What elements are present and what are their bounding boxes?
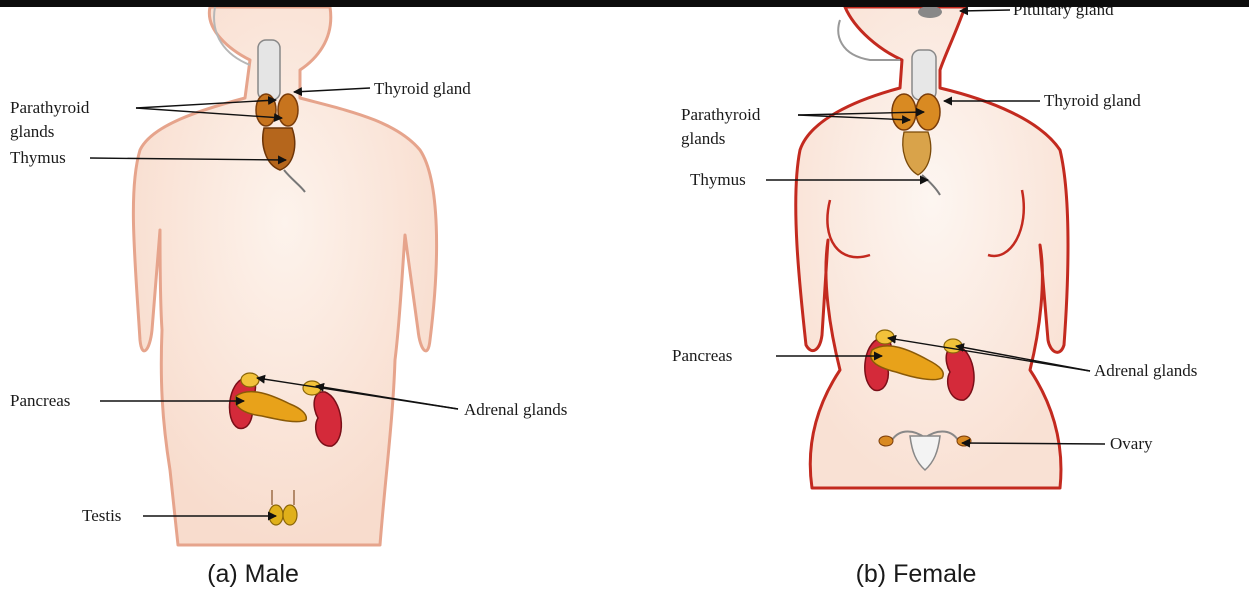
female-thymus-label: Thymus (690, 170, 746, 189)
male-testis-label: Testis (82, 506, 121, 525)
male-adrenal-label: Adrenal glands (464, 400, 567, 419)
female-figure: Pituitary gland Thyroid gland Parathyroi… (672, 0, 1197, 588)
male-figure: Parathyroid glands Thyroid gland Thymus … (10, 7, 567, 588)
female-thyroid-label: Thyroid gland (1044, 91, 1141, 110)
female-parathyroid-label: Parathyroid glands (681, 105, 765, 148)
male-thymus-label: Thymus (10, 148, 66, 167)
female-caption: (b) Female (856, 560, 977, 588)
female-adrenal-label: Adrenal glands (1094, 361, 1197, 380)
female-pancreas-label: Pancreas (672, 346, 732, 365)
top-border (0, 0, 1249, 7)
male-pancreas-label: Pancreas (10, 391, 70, 410)
male-caption: (a) Male (207, 560, 299, 588)
female-ovary-label: Ovary (1110, 434, 1153, 453)
male-parathyroid-label: Parathyroid glands (10, 98, 94, 141)
male-thyroid-label: Thyroid gland (374, 79, 471, 98)
